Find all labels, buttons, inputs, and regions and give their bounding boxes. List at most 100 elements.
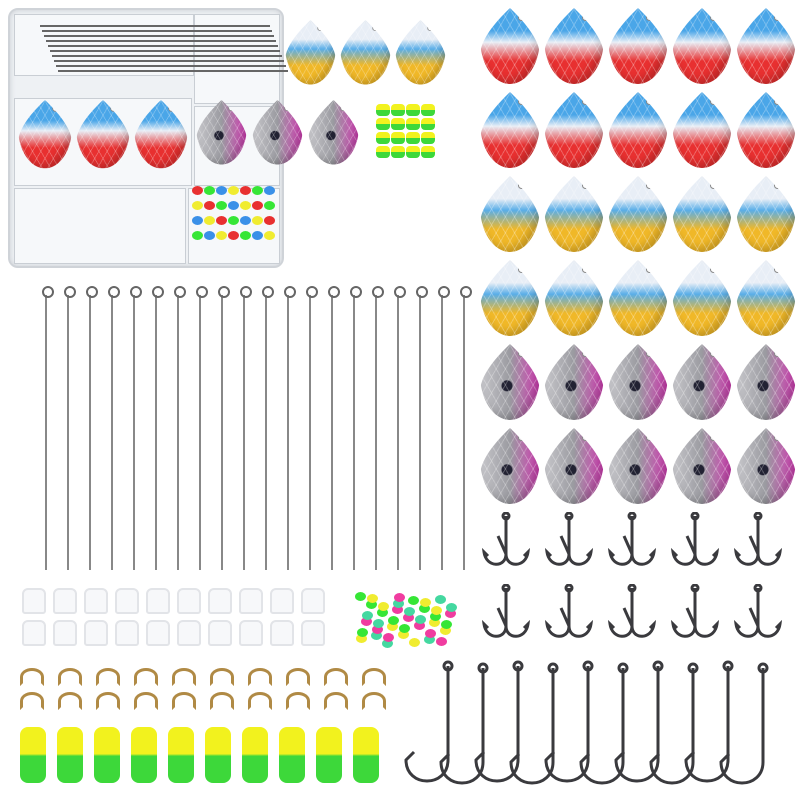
spinner-blade [544,428,604,504]
foam-float [20,727,46,783]
bait-pin [441,295,443,570]
pin-loop [438,286,450,298]
bead-in-box [204,201,215,210]
treble-hook [478,511,534,572]
long-hook [400,660,460,790]
float-in-box [421,118,435,130]
bait-pin [111,295,113,570]
spinner-blade [480,428,540,504]
spinner-blade [736,260,796,336]
bead-in-box [228,216,239,225]
clevis-clip [84,588,108,614]
bead [371,631,382,640]
bead-in-box [264,186,275,195]
split-ring [362,668,386,686]
float-in-box [421,146,435,158]
foam-float [353,727,379,783]
treble-hook [667,511,723,572]
bait-pin [419,295,421,570]
bait-pin [221,295,223,570]
bead [373,619,384,628]
bead [372,625,383,634]
bead [362,611,373,620]
bead-in-box [204,231,215,240]
pin-loop [350,286,362,298]
float-in-box [376,132,390,144]
bead [399,624,410,633]
pin-loop [86,286,98,298]
treble-hook [730,583,786,644]
clevis-clip [53,588,77,614]
foam-float [279,727,305,783]
split-ring [58,692,82,710]
pin-loop [196,286,208,298]
clevis-clip [53,620,77,646]
bead-in-box [204,216,215,225]
bead-in-box [240,216,251,225]
spinner-blade [544,8,604,84]
bead-in-box [192,201,203,210]
treble-hook [541,511,597,572]
bead-in-box [216,231,227,240]
bead [378,602,389,611]
bead [420,598,431,607]
pin-loop [460,286,472,298]
split-ring [248,668,272,686]
bead-in-box [228,186,239,195]
float-in-box [406,146,420,158]
float-in-box [391,132,405,144]
pin-loop [218,286,230,298]
pin-loop [64,286,76,298]
float-in-box [391,104,405,116]
float-in-box [391,118,405,130]
spinner-blade [672,344,732,420]
split-ring [324,692,348,710]
clevis-clip [208,588,232,614]
spinner-blade [544,344,604,420]
bead [355,592,366,601]
pin-in-box [40,25,270,27]
spinner-blade [544,260,604,336]
clevis-clip [239,620,263,646]
bead [392,605,403,614]
treble-hook [478,583,534,644]
pin-loop [42,286,54,298]
pin-in-box [48,45,278,47]
bead-in-box [252,216,263,225]
bait-pin [199,295,201,570]
pin-in-box [56,65,286,67]
split-ring [20,668,44,686]
clevis-clip [270,588,294,614]
bead [388,616,399,625]
bead [446,603,457,612]
bead [425,629,436,638]
split-ring [248,692,272,710]
long-hook [715,662,775,792]
pin-loop [240,286,252,298]
bait-pin [67,295,69,570]
bait-pin [309,295,311,570]
spinner-blade [285,20,336,85]
spinner-blade [308,100,359,165]
spinner-blade [480,260,540,336]
bait-pin [331,295,333,570]
bead-in-box [252,231,263,240]
float-in-box [376,104,390,116]
bait-pin [353,295,355,570]
bead-in-box [216,201,227,210]
bead [393,599,404,608]
pin-loop [174,286,186,298]
bead [382,639,393,648]
bead [436,637,447,646]
long-hook [505,662,565,792]
spinner-blade [736,92,796,168]
bead [430,612,441,621]
spinner-blade [736,344,796,420]
pin-loop [416,286,428,298]
bead [414,621,425,630]
clevis-clip [208,620,232,646]
long-hook [680,660,740,790]
bead-in-box [192,231,203,240]
bead [429,618,440,627]
treble-hook [730,511,786,572]
